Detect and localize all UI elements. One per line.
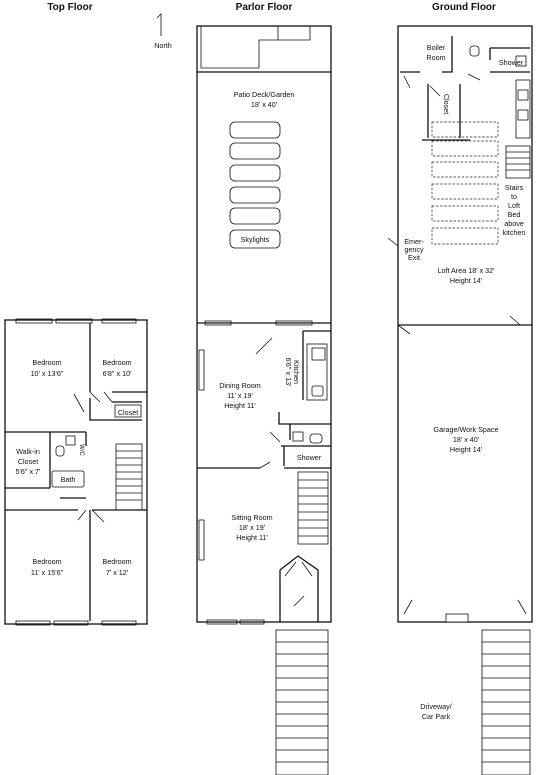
patio-size: 18' x 40' [251,100,278,109]
top-floor-plan [4,318,148,626]
top-bedroom-sw-size: 11' x 15'6" [31,568,64,577]
top-bedroom-sw-name: Bedroom [32,557,61,566]
emergency-exit-label-1: Emer- [404,237,424,246]
top-closet-label: Closet [118,408,138,417]
top-bath-label: Bath [61,475,76,484]
boiler-label-1: Boiler [427,43,446,52]
north-label: North [154,41,172,50]
patio-name: Patio Deck/Garden [234,90,295,99]
sitting-size: 18' x 19' [239,523,266,532]
boiler-label-2: Room [426,53,445,62]
top-walkin-label-2: Closet [18,457,38,466]
top-bedroom-ne-size: 6'8" x 10' [103,369,133,378]
toilet-icon [309,433,323,444]
dining-name: Dining Room [219,381,261,390]
driveway-label-1: Driveway/ [420,702,452,711]
parlor-floor-plan [196,25,332,775]
top-walkin-size: 5'6" x 7' [16,467,42,476]
top-bedroom-ne-name: Bedroom [102,358,131,367]
stairs-label-4: Bed [508,210,521,219]
stairs-label-5: above [504,219,524,228]
ground-stove-icon [517,89,529,101]
ground-floor-title: Ground Floor [432,2,496,13]
top-bedroom-se-name: Bedroom [102,557,131,566]
stairs-label-1: Stairs [505,183,524,192]
emergency-exit-label-3: Exit [408,253,420,262]
bathtub-icon [51,470,85,488]
shower-sink-icon [515,55,527,67]
garage-name: Garage/Work Space [434,425,499,434]
top-bedroom-se-size: 7' x 12' [106,568,129,577]
boiler-toilet-icon [469,45,480,57]
top-floor-title: Top Floor [47,2,92,13]
top-walkin-label-1: Walk-in [16,447,40,456]
parlor-floor-title: Parlor Floor [236,2,293,13]
sitting-name: Sitting Room [231,513,272,522]
top-bedroom-nw-size: 10' x 13'6" [31,369,64,378]
ground-shower-label: Shower [499,58,524,67]
emergency-exit-label-2: gency [404,245,424,254]
sitting-height: Height 11' [236,533,268,542]
dining-size: 11' x 19' [227,391,253,400]
ground-closet-label: Closet [442,94,451,114]
stairs-label-3: Loft [508,201,520,210]
sink-icon [292,431,304,442]
top-wc-label: W/C [78,444,84,456]
toilet-icon [55,445,65,457]
stairs-label-6: kitchen [503,228,526,237]
driveway-label-2: Car Park [422,712,451,721]
skylights-label: Skylights [241,235,270,244]
kitchen-size: 6'6" x 13' [284,358,293,388]
loft-height: Height 14' [450,276,483,285]
kitchen-name: Kitchen [292,360,301,384]
sink-icon [65,435,76,446]
dining-height: Height 11' [224,401,256,410]
garage-size: 18' x 40' [453,435,480,444]
ground-floor-plan [387,25,533,775]
stairs-label-2: to [511,192,517,201]
stove-icon [311,347,326,361]
parlor-shower-label: Shower [297,453,322,462]
north-arrow-icon [156,13,162,36]
top-bedroom-nw-name: Bedroom [32,358,61,367]
skylights-icon [229,121,281,249]
loft-name: Loft Area 18' x 32' [437,266,495,275]
garage-height: Height 14' [450,445,483,454]
kitchen-sink-icon [311,385,324,397]
